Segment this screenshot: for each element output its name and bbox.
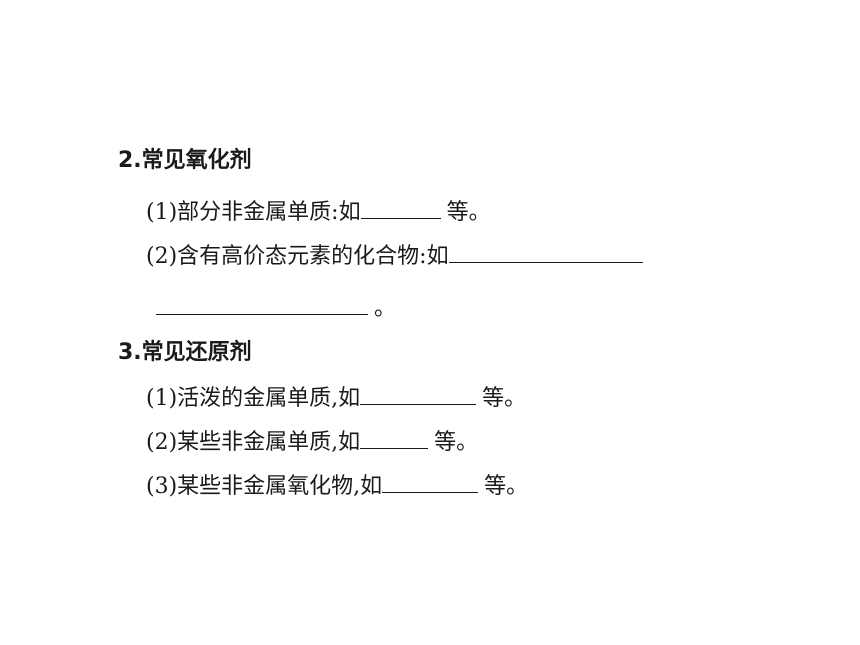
oxidizer-item-2: (2)含有高价态元素的化合物:如 [146,238,643,272]
oxidizer-item-2-continued: 。 [156,290,396,324]
reducer-item-1: (1)活泼的金属单质,如 等。 [146,380,526,414]
item-text: (2)含有高价态元素的化合物:如 [146,244,449,269]
item-suffix: 等。 [484,474,529,499]
answer-blank[interactable] [360,380,477,405]
item-text: (1)活泼的金属单质,如 [146,386,361,411]
answer-blank[interactable] [360,194,441,219]
item-text: (1)部分非金属单质:如 [146,200,361,225]
item-suffix: 等。 [434,430,479,455]
oxidizer-item-1: (1)部分非金属单质:如 等。 [146,194,491,228]
item-text: (2)某些非金属单质,如 [146,430,361,455]
answer-blank[interactable] [360,424,429,449]
item-suffix: 。 [374,296,397,321]
reducer-item-3: (3)某些非金属氧化物,如 等。 [146,468,528,502]
item-suffix: 等。 [482,386,527,411]
reducer-item-2: (2)某些非金属单质,如 等。 [146,424,478,458]
answer-blank[interactable] [448,238,643,263]
section-heading-oxidizers: 2.常见氧化剂 [118,148,252,173]
item-suffix: 等。 [446,200,491,225]
answer-blank[interactable] [382,468,479,493]
section-heading-reducers: 3.常见还原剂 [118,340,252,365]
answer-blank[interactable] [156,290,368,315]
item-text: (3)某些非金属氧化物,如 [146,474,383,499]
